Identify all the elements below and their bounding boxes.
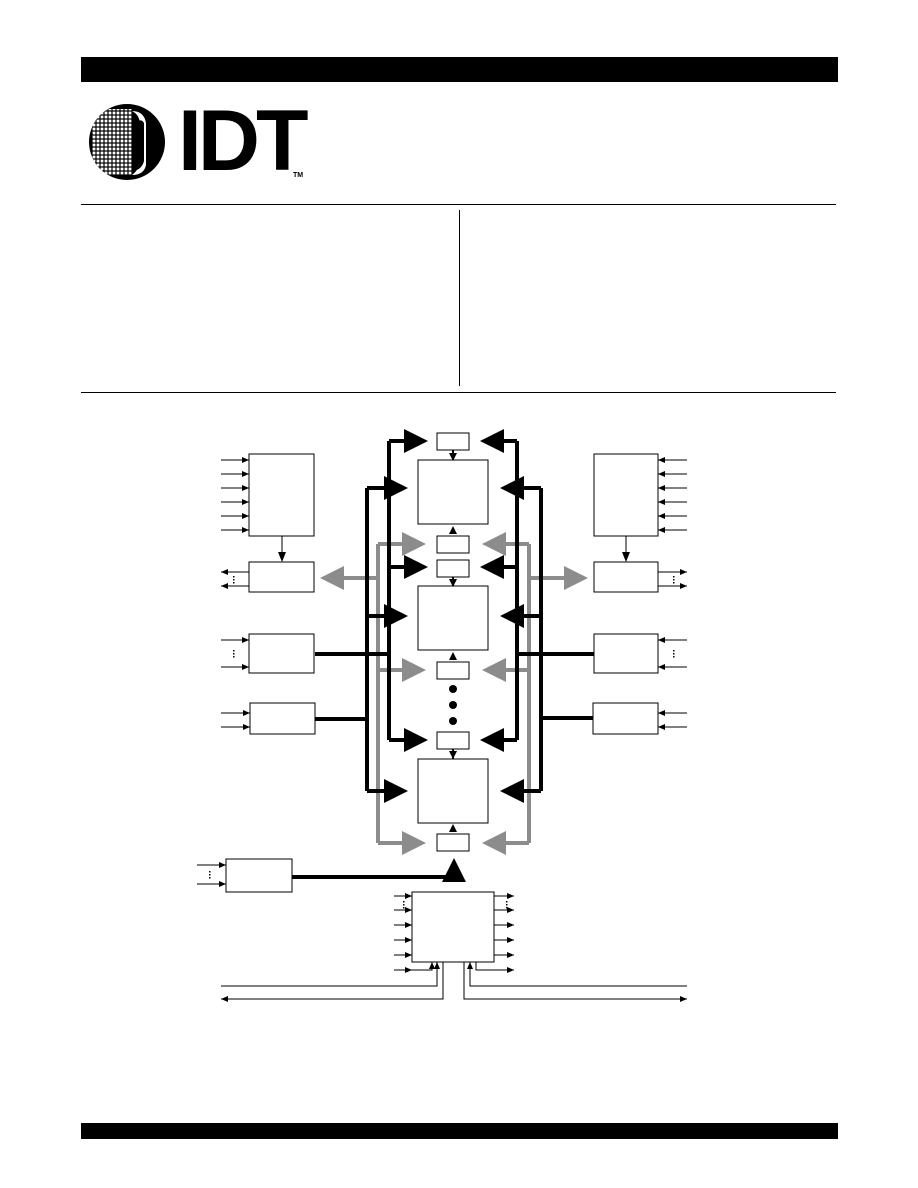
footer-bar: [81, 1123, 838, 1139]
idt-logo-icon: [89, 104, 165, 180]
right-ellipsis-icons: [673, 576, 675, 658]
block-arrows: [278, 536, 630, 562]
idt-logo-text: IDT: [178, 93, 309, 189]
gray-bus: [320, 532, 588, 855]
right-blocks: [592, 453, 659, 735]
center-registers: [436, 432, 470, 852]
bottom-control-block: [411, 891, 495, 963]
trademark-symbol: TM: [293, 172, 304, 179]
black-bus: [292, 429, 594, 882]
right-input-signals: [658, 457, 687, 730]
left-ellipsis-icons: [209, 576, 235, 879]
left-blocks: [225, 453, 316, 893]
left-input-signals: [197, 457, 250, 887]
control-block-pins: [394, 893, 514, 973]
vertical-dots-icon: [449, 685, 457, 725]
control-ellipsis-icons: [403, 901, 508, 909]
header-divider: [81, 204, 836, 205]
center-memory-blocks: [417, 459, 489, 824]
header-bar: [81, 57, 838, 82]
bottom-signal-lines: [221, 962, 687, 1002]
center-vertical-arrows: [449, 450, 457, 832]
section-divider: [81, 392, 836, 393]
column-divider: [459, 210, 460, 386]
